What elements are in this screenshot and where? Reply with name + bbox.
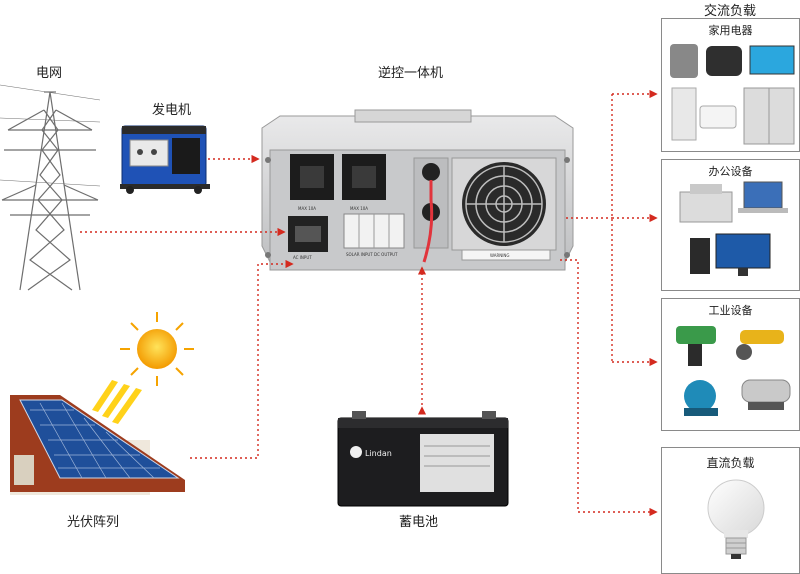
warning-text: WARNING <box>490 253 510 258</box>
home-appliances-title: 家用电器 <box>708 24 753 37</box>
office-equipment-title: 办公设备 <box>708 165 753 178</box>
solar-house-icon <box>10 395 185 495</box>
grid-label: 电网 <box>36 66 63 81</box>
sun-icon <box>120 312 194 386</box>
office-equipment-icons <box>679 181 788 276</box>
office-equipment-box: 办公设备 <box>661 159 800 291</box>
sun-rays-icon <box>92 380 142 424</box>
inverter-panel-text: MAX 10A MAX 10A AC INPUT SOLAR INPUT DC … <box>293 206 510 260</box>
inverter-label: 逆控一体机 <box>378 66 444 81</box>
battery-label: 蓄电池 <box>399 515 439 530</box>
terminal-text: SOLAR INPUT DC OUTPUT <box>346 252 398 257</box>
battery-brand: Lindan <box>365 449 392 458</box>
battery-cable <box>422 180 434 263</box>
industrial-equipment-title: 工业设备 <box>708 304 753 317</box>
home-appliance-icons <box>670 44 795 145</box>
socket-rating-2: MAX 10A <box>350 206 368 211</box>
generator-icon <box>120 125 210 194</box>
ac-input-text: AC INPUT <box>293 255 312 260</box>
connector-lines <box>80 89 658 517</box>
dc-load-title: 直流负载 <box>706 456 755 470</box>
inverter-icon <box>261 109 574 271</box>
socket-rating-1: MAX 10A <box>298 206 316 211</box>
power-tower-icon <box>0 84 101 291</box>
generator-label: 发电机 <box>152 103 192 118</box>
pv-label: 光伏阵列 <box>67 515 120 530</box>
battery-icon: Lindan <box>337 411 509 507</box>
dc-load-connector <box>560 259 658 517</box>
pv-connector <box>190 259 294 459</box>
ac-load-label: 交流负载 <box>704 4 757 19</box>
light-bulb-icon <box>707 479 765 559</box>
industrial-equipment-icons <box>676 326 791 416</box>
